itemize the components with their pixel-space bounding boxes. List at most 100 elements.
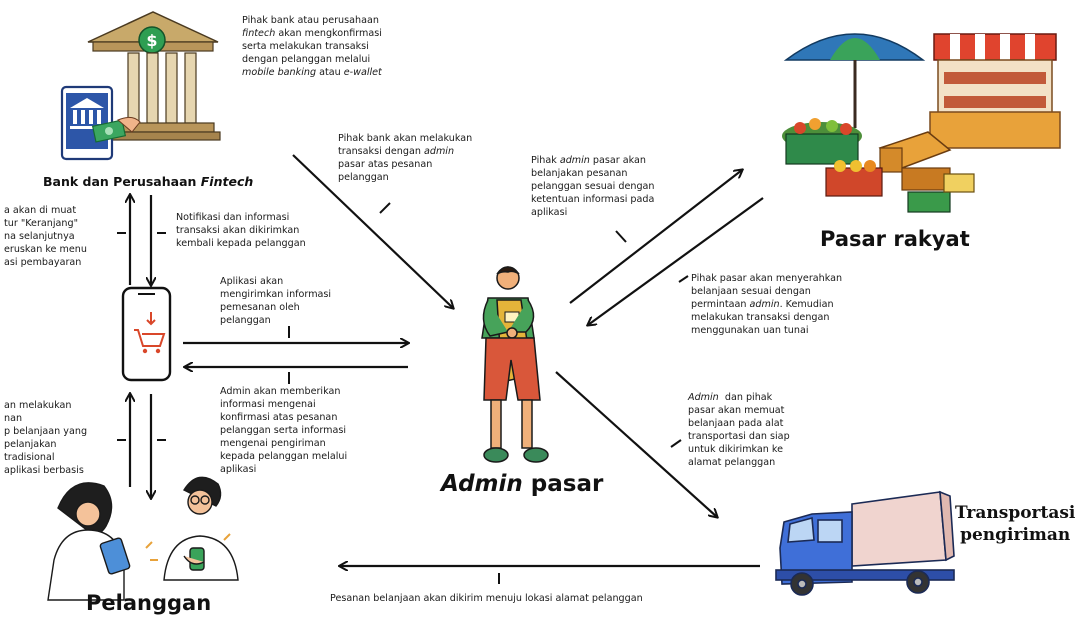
arrow-admin-to-transport: [555, 371, 717, 517]
arrow-bank-to-admin: [292, 154, 453, 308]
note-italic: admin: [423, 146, 455, 157]
note-line: pemesanan oleh: [220, 302, 300, 313]
note-line: informasi mengenai: [220, 399, 316, 410]
note-line: tradisional: [4, 452, 55, 463]
note-line: transaksi dengan admin: [338, 145, 472, 158]
svg-text:$: $: [146, 31, 157, 50]
admin-label-italic: Admin: [441, 471, 523, 497]
admin-label: Admin pasar: [441, 471, 603, 497]
note-line: aplikasi: [531, 207, 568, 218]
note-line: eruskan ke menu: [4, 244, 87, 255]
note-italic: Admin: [688, 392, 719, 403]
note-line: pasar atas pesanan: [338, 159, 433, 170]
note-text: pasar akan: [589, 155, 646, 166]
note-line: Pihak admin pasar akan: [531, 154, 655, 167]
note-line: aplikasi berbasis: [4, 465, 84, 476]
admin-label-rest: pasar: [522, 471, 604, 497]
note-line: dengan pelanggan melalui: [242, 54, 371, 65]
note-line: permintaan admin. Kemudian: [691, 298, 842, 311]
note-line: na selanjutnya: [4, 231, 75, 242]
note-market-admin: Pihak pasar akan menyerahkan belanjaan s…: [691, 272, 842, 337]
market-label: Pasar rakyat: [820, 227, 970, 251]
note-line: belanjaan pada alat: [688, 418, 784, 429]
note-admin-info: Admin akan memberikan informasi mengenai…: [220, 385, 347, 476]
note-line: menggunakan uan tunai: [691, 325, 809, 336]
transport-label: Transportasi pengiriman: [955, 502, 1075, 546]
note-line: pelanjakan: [4, 439, 57, 450]
note-line: transaksi akan dikirimkan: [176, 225, 300, 236]
note-line: mobile banking atau e-wallet: [242, 66, 382, 79]
note-text: dan pihak: [718, 392, 773, 403]
note-bank-confirm: Pihak bank atau perusahaan fintech akan …: [242, 14, 382, 79]
note-italic: admin: [559, 155, 590, 166]
note-line: Admin akan memberikan: [220, 386, 341, 397]
note-line: Pihak bank akan melakukan: [338, 133, 473, 144]
note-line: pelanggan: [220, 315, 271, 326]
note-line: aplikasi: [220, 464, 257, 475]
note-italic: admin: [749, 299, 780, 310]
note-bank-admin: Pihak bank akan melakukan transaksi deng…: [338, 132, 472, 184]
bank-label-text: Bank dan Perusahaan: [43, 174, 201, 189]
note-line: mengirimkan informasi: [220, 289, 332, 300]
note-line: Aplikasi akan: [220, 276, 284, 287]
note-line: pelanggan serta informasi: [220, 425, 346, 436]
note-line: pelanggan: [338, 172, 389, 183]
note-italic: fintech: [242, 28, 276, 39]
note-line: asi pembayaran: [4, 257, 82, 268]
transport-label-line1: Transportasi: [955, 503, 1076, 523]
note-line: ketentuan informasi pada: [531, 194, 655, 205]
note-delivery: Pesanan belanjaan akan dikirim menuju lo…: [330, 592, 643, 605]
note-line: Admin dan pihak: [688, 391, 790, 404]
note-italic: mobile banking: [242, 67, 317, 78]
note-notif: Notifikasi dan informasi transaksi akan …: [176, 211, 306, 250]
note-line: untuk dikirimkan ke: [688, 444, 784, 455]
note-line: pelanggan sesuai dengan: [531, 181, 655, 192]
note-text: atau: [316, 67, 344, 78]
note-line: Pihak pasar akan menyerahkan: [691, 273, 843, 284]
note-text: Pihak: [531, 155, 560, 166]
note-line: mengenai pengiriman: [220, 438, 326, 449]
note-admin-transport: Admin dan pihak pasar akan memuat belanj…: [688, 391, 790, 469]
note-text: permintaan: [691, 299, 750, 310]
note-line: nan: [4, 413, 23, 424]
note-admin-market: Pihak admin pasar akan belanjakan pesana…: [531, 154, 655, 219]
note-line: pasar akan memuat: [688, 405, 785, 416]
note-text: transaksi dengan: [338, 146, 424, 157]
note-line: Pesanan belanjaan akan dikirim menuju lo…: [330, 593, 643, 604]
note-italic: e-wallet: [343, 67, 382, 78]
arrow-market-to-admin: [588, 197, 764, 325]
note-line: transportasi dan siap: [688, 431, 790, 442]
transport-label-line2: pengiriman: [960, 525, 1071, 545]
bank-label: Bank dan Perusahaan Fintech: [43, 174, 253, 189]
note-cart: a akan di muat tur "Keranjang" na selanj…: [4, 204, 87, 269]
note-line: belanjaan sesuai dengan: [691, 286, 811, 297]
note-line: a akan di muat: [4, 205, 77, 216]
note-text: akan mengkonfirmasi: [275, 28, 382, 39]
note-line: belanjakan pesanan: [531, 168, 628, 179]
note-line: konfirmasi atas pesanan: [220, 412, 338, 423]
note-line: kepada pelanggan melalui: [220, 451, 348, 462]
note-line: fintech akan mengkonfirmasi: [242, 27, 382, 40]
customer-label: Pelanggan: [86, 591, 212, 615]
note-customer-shop: an melakukan nan p belanjaan yang pelanj…: [4, 399, 87, 477]
note-text: . Kemudian: [779, 299, 834, 310]
note-line: Pihak bank atau perusahaan: [242, 15, 379, 26]
bank-label-italic: Fintech: [200, 174, 254, 189]
note-line: p belanjaan yang: [4, 426, 88, 437]
note-line: alamat pelanggan: [688, 457, 776, 468]
note-app-send: Aplikasi akan mengirimkan informasi peme…: [220, 275, 331, 327]
note-line: kembali kepada pelanggan: [176, 238, 306, 249]
note-line: Notifikasi dan informasi: [176, 212, 290, 223]
note-line: serta melakukan transaksi: [242, 41, 369, 52]
note-line: melakukan transaksi dengan: [691, 312, 830, 323]
note-line: an melakukan: [4, 400, 72, 411]
note-line: tur "Keranjang": [4, 218, 78, 229]
arrow-admin-to-market: [569, 170, 742, 304]
